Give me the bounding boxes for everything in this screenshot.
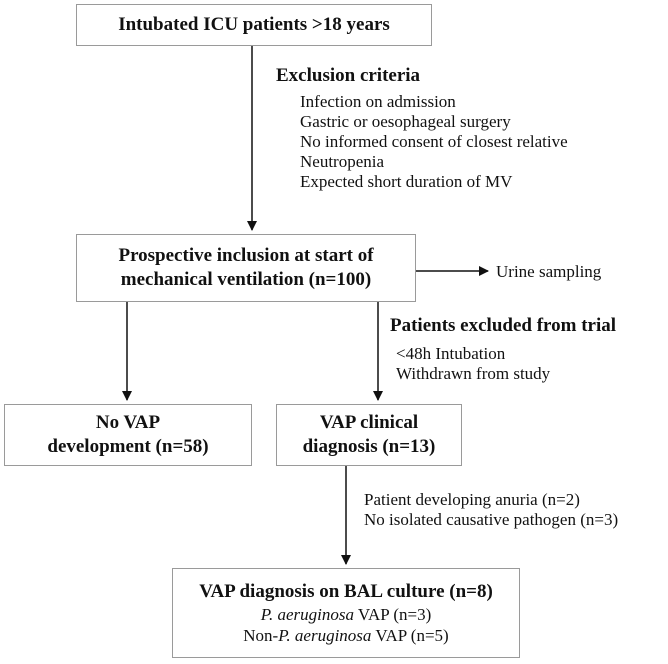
vap-clinical-line-2: diagnosis (n=13) <box>302 436 436 457</box>
bal-exclusion-item: No isolated causative pathogen (n=3) <box>364 510 619 529</box>
exclusion-item: Gastric or oesophageal surgery <box>300 112 511 131</box>
exclusion-criteria-heading: Exclusion criteria <box>276 65 421 86</box>
inclusion-line-1: Prospective inclusion at start of <box>118 245 374 266</box>
bal-non-prefix: Non- <box>243 626 279 645</box>
exclusion-item: Expected short duration of MV <box>300 172 513 191</box>
exclusion-item: No informed consent of closest relative <box>300 132 568 151</box>
inclusion-line-2: mechanical ventilation (n=100) <box>120 269 372 290</box>
no-vap-line-2: development (n=58) <box>47 436 209 457</box>
bal-non-pa-count: VAP (n=5) <box>371 626 449 645</box>
exclusion-item: Infection on admission <box>300 92 456 111</box>
patients-excluded-heading: Patients excluded from trial <box>390 315 617 336</box>
bal-pa-vap-line: P. aeruginosa VAP (n=3) <box>261 604 432 625</box>
exclusion-item: Neutropenia <box>300 152 385 171</box>
vap-clinical-line-1: VAP clinical <box>319 412 419 433</box>
bal-pa-count: VAP (n=3) <box>353 605 432 624</box>
patients-excluded-list: <48h Intubation Withdrawn from study <box>396 344 550 384</box>
bal-culture-box: VAP diagnosis on BAL culture (n=8) P. ae… <box>172 568 520 658</box>
exclusion-criteria-list: Infection on admission Gastric or oesoph… <box>300 92 568 192</box>
excluded-item: <48h Intubation <box>396 344 506 363</box>
bal-pa-species: P. aeruginosa <box>260 605 354 624</box>
start-box: Intubated ICU patients >18 years <box>76 4 432 46</box>
bal-non-pa-species: P. aeruginosa <box>278 626 372 645</box>
bal-exclusions-list: Patient developing anuria (n=2) No isola… <box>364 490 618 530</box>
bal-non-pa-vap-line: Non-P. aeruginosa VAP (n=5) <box>243 625 448 646</box>
inclusion-box: Prospective inclusion at start of mechan… <box>76 234 416 302</box>
bal-exclusion-item: Patient developing anuria (n=2) <box>364 490 580 509</box>
urine-sampling-label: Urine sampling <box>496 262 602 281</box>
start-box-label: Intubated ICU patients >18 years <box>118 14 390 35</box>
no-vap-line-1: No VAP <box>95 412 161 433</box>
no-vap-box: No VAP development (n=58) <box>4 404 252 466</box>
bal-culture-title: VAP diagnosis on BAL culture (n=8) <box>199 581 493 602</box>
vap-clinical-box: VAP clinical diagnosis (n=13) <box>276 404 462 466</box>
excluded-item: Withdrawn from study <box>396 364 551 383</box>
